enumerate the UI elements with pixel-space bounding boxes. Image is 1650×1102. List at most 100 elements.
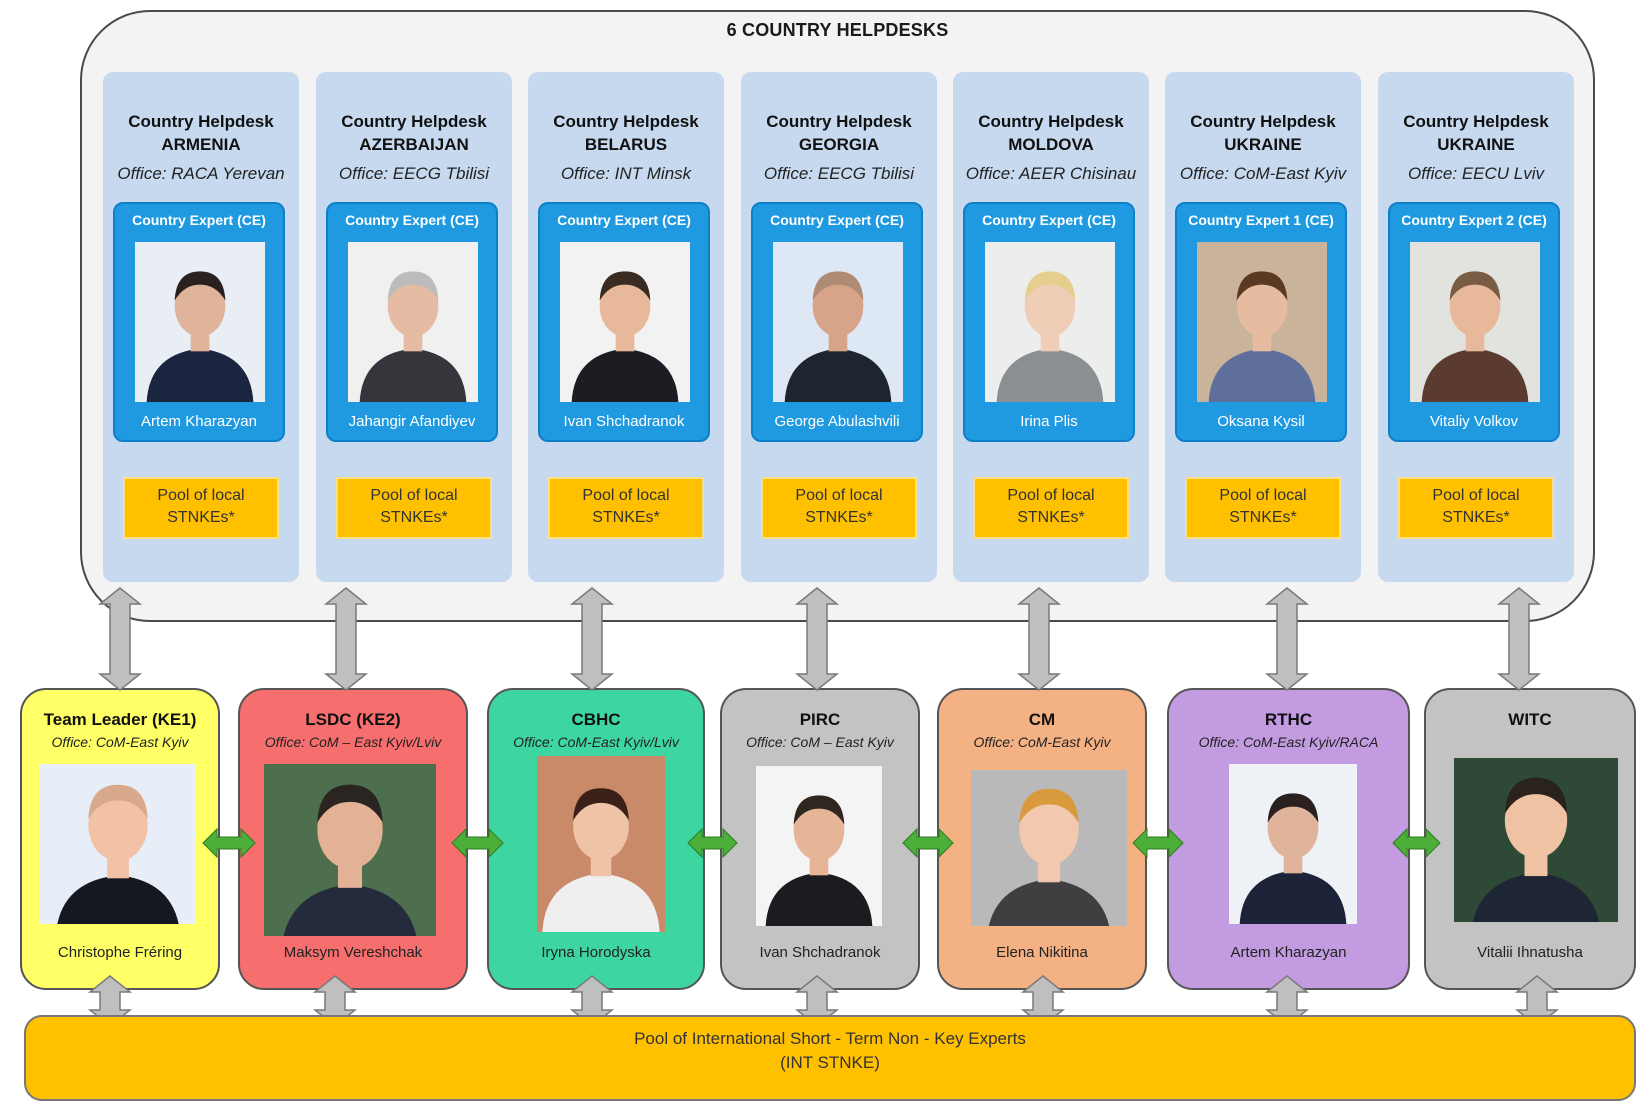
team-member-photo	[1229, 764, 1357, 924]
helpdesk-country: MOLDOVA	[1008, 135, 1094, 154]
team-role-title: CM	[1028, 710, 1056, 729]
country-expert-photo	[1410, 242, 1540, 402]
country-expert-name: Oksana Kysil	[1217, 413, 1305, 430]
helpdesk-office: Office: CoM-East Kyiv	[1179, 164, 1347, 183]
local-stnke-pool: Pool of local STNKEs*	[1398, 477, 1554, 539]
country-expert-role: Country Expert (CE)	[557, 212, 691, 228]
vertical-link-arrow	[1016, 587, 1062, 691]
team-member-name: Maksym Vereshchak	[283, 944, 423, 961]
helpdesk-office: Office: AEER Chisinau	[965, 164, 1137, 183]
vertical-link-arrow	[1264, 587, 1310, 691]
team-member-name: Iryna Horodyska	[541, 944, 651, 961]
country-expert-role: Country Expert (CE)	[770, 212, 904, 228]
team-member-photo	[756, 766, 882, 926]
team-member-name: Artem Kharazyan	[1230, 944, 1347, 961]
horizontal-link-arrow	[1132, 827, 1184, 859]
portrait-photo	[264, 764, 436, 936]
portrait-photo	[135, 242, 265, 402]
portrait-photo	[1229, 764, 1357, 924]
local-stnke-pool: Pool of local STNKEs*	[336, 477, 492, 539]
horizontal-link-arrow	[687, 827, 738, 859]
international-pool-box: Pool of International Short - Term Non -…	[24, 1015, 1636, 1101]
team-role-title: PIRC	[799, 710, 841, 729]
horizontal-link-arrow	[902, 827, 954, 859]
helpdesk-title-line: Country Helpdesk	[1403, 112, 1549, 131]
helpdesk-title-line: Country Helpdesk	[766, 112, 912, 131]
country-expert-name: George Abulashvili	[774, 413, 900, 430]
country-expert-name: Irina Plis	[1020, 413, 1078, 430]
local-stnke-pool: Pool of local STNKEs*	[973, 477, 1129, 539]
local-stnke-pool: Pool of local STNKEs*	[761, 477, 917, 539]
local-stnke-pool: Pool of local STNKEs*	[123, 477, 279, 539]
country-expert-name: Vitaliy Volkov	[1429, 413, 1519, 430]
horizontal-link-arrow	[451, 827, 504, 859]
team-member-name: Christophe Fréring	[57, 944, 183, 961]
helpdesk-title-line: Country Helpdesk	[1190, 112, 1336, 131]
country-expert-role: Country Expert (CE)	[345, 212, 479, 228]
country-expert-card: Country Expert (CE) George Abulashvili	[751, 202, 923, 442]
team-office: Office: CoM – East Kyiv	[746, 734, 894, 750]
country-expert-photo	[348, 242, 478, 402]
local-stnke-pool: Pool of local STNKEs*	[548, 477, 704, 539]
team-office: Office: CoM – East Kyiv/Lviv	[264, 734, 442, 750]
team-office: Office: CoM-East Kyiv	[973, 734, 1111, 750]
team-role-title: CBHC	[571, 710, 621, 729]
country-expert-photo	[560, 242, 690, 402]
helpdesk-office: Office: EECG Tbilisi	[338, 164, 490, 183]
team-member-name: Ivan Shchadranok	[759, 944, 881, 961]
portrait-photo	[1197, 242, 1327, 402]
team-member-name: Vitalii Ihnatusha	[1477, 944, 1583, 961]
helpdesk-country: UKRAINE	[1437, 135, 1515, 154]
vertical-link-arrow	[1496, 587, 1542, 691]
team-office: Office: CoM-East Kyiv/Lviv	[513, 734, 679, 750]
team-member-photo	[537, 756, 665, 932]
helpdesk-country: BELARUS	[584, 135, 668, 154]
portrait-photo	[537, 756, 665, 932]
portrait-photo	[756, 766, 882, 926]
team-member-photo	[971, 770, 1127, 926]
team-role-title: Team Leader (KE1)	[43, 710, 197, 729]
international-pool-line1: Pool of International Short - Term Non -…	[634, 1029, 1026, 1048]
helpdesk-title-line: Country Helpdesk	[553, 112, 699, 131]
country-expert-photo	[773, 242, 903, 402]
vertical-link-arrow	[794, 587, 840, 691]
horizontal-link-arrow	[202, 827, 256, 859]
helpdesk-office: Office: EECG Tbilisi	[763, 164, 915, 183]
vertical-link-arrow	[323, 587, 369, 691]
helpdesk-office: Office: INT Minsk	[560, 164, 692, 183]
country-expert-role: Country Expert (CE)	[132, 212, 266, 228]
horizontal-link-arrow	[1392, 827, 1441, 859]
vertical-link-arrow	[97, 587, 143, 691]
team-member-photo	[40, 764, 196, 924]
country-expert-name: Jahangir Afandiyev	[348, 413, 476, 430]
country-expert-role: Country Expert 1 (CE)	[1188, 212, 1334, 228]
country-expert-name: Ivan Shchadranok	[563, 413, 685, 430]
portrait-photo	[560, 242, 690, 402]
helpdesk-country: GEORGIA	[798, 135, 880, 154]
country-expert-photo	[135, 242, 265, 402]
team-office: Office: CoM-East Kyiv	[51, 734, 189, 750]
team-member-name: Elena Nikitina	[996, 944, 1088, 961]
helpdesk-office: Office: RACA Yerevan	[117, 164, 285, 183]
portrait-photo	[971, 770, 1127, 926]
team-member-photo	[1454, 758, 1618, 922]
helpdesk-country: AZERBAIJAN	[359, 135, 469, 154]
team-member-photo	[264, 764, 436, 936]
team-role-title: LSDC (KE2)	[305, 710, 401, 729]
international-pool-line2: (INT STNKE)	[780, 1053, 880, 1072]
local-stnke-pool: Pool of local STNKEs*	[1185, 477, 1341, 539]
helpdesks-title: 6 COUNTRY HELPDESKS	[726, 20, 949, 40]
